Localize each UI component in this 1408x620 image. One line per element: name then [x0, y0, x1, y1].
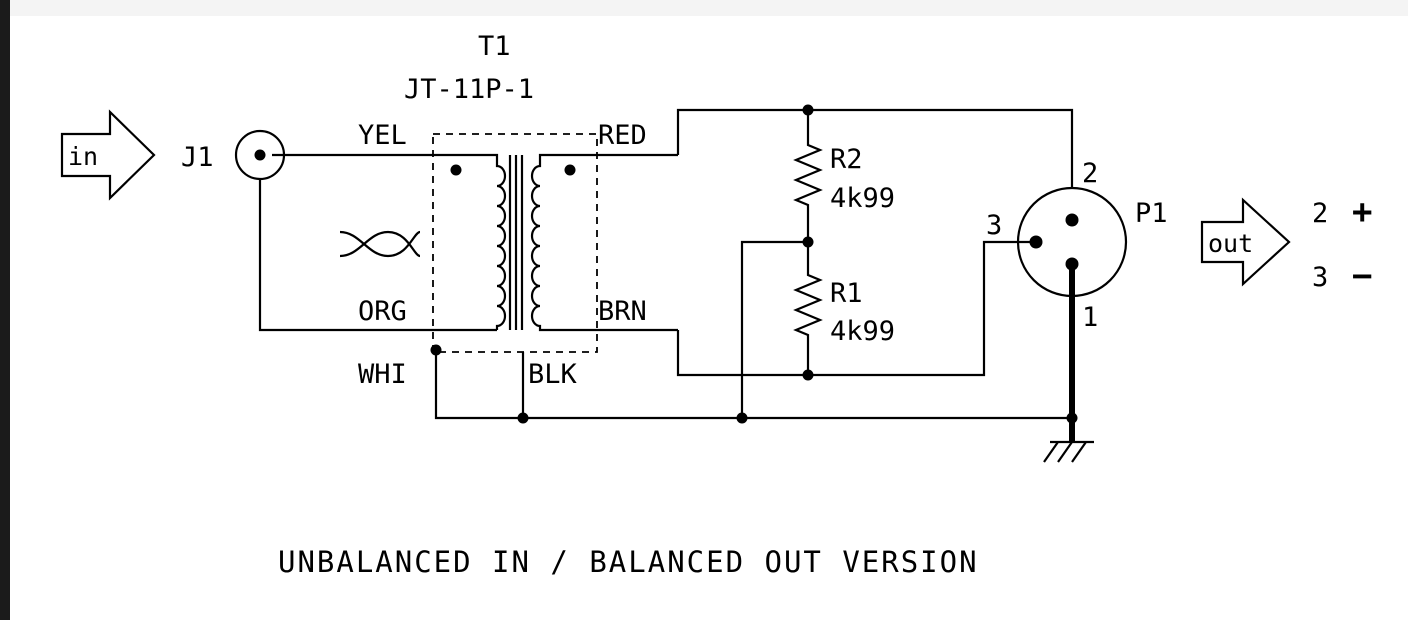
output-arrow-tag: out [1200, 197, 1291, 287]
label-yel: YEL [358, 120, 407, 151]
t1-label: T1 [478, 31, 511, 62]
r2-label: R2 [830, 144, 863, 175]
schematic-diagram: in J1 T1 JT-11P-1 YEL RED ORG BRN WHI BL… [60, 31, 1372, 579]
ground-bus [434, 350, 1072, 420]
junction-whi [430, 344, 442, 356]
schematic-canvas: in J1 T1 JT-11P-1 YEL RED ORG BRN WHI BL… [10, 0, 1408, 620]
junction-center-ground [736, 412, 748, 424]
j1-center-dot [254, 149, 266, 161]
diagram-caption: UNBALANCED IN / BALANCED OUT VERSION [278, 545, 979, 579]
r1-value: 4k99 [830, 316, 895, 347]
label-brn: BRN [598, 296, 647, 327]
r1-label: R1 [830, 278, 863, 309]
transformer-shield-box [432, 133, 598, 353]
j1-label: J1 [181, 142, 214, 173]
p1-pin3-dot [1029, 235, 1043, 249]
r2-resistor [793, 110, 823, 242]
label-blk: BLK [528, 359, 578, 390]
p1-pin2-label: 2 [1082, 158, 1098, 189]
junction-blk [517, 412, 529, 424]
p1-pin2-dot [1065, 213, 1079, 227]
polarity-neg-sign: − [1352, 256, 1372, 296]
label-whi: WHI [358, 359, 407, 390]
r1-resistor [793, 242, 823, 375]
input-arrow-tag: in [60, 109, 156, 201]
input-tag-label: in [68, 142, 98, 171]
wire-center-tap [740, 240, 808, 418]
polarity-neg-pin: 3 [1312, 262, 1328, 293]
p1-label: P1 [1135, 198, 1168, 229]
label-org: ORG [358, 296, 407, 327]
p1-pin1-label: 1 [1082, 302, 1098, 333]
polarity-pos-pin: 2 [1312, 198, 1328, 229]
twisted-pair-icon [339, 230, 421, 258]
wire-red-top-bus [676, 108, 1074, 188]
r2-value: 4k99 [830, 183, 895, 214]
top-band [10, 0, 1408, 16]
primary-phase-dot [450, 164, 462, 176]
polarity-pos-sign: + [1352, 192, 1372, 232]
secondary-winding [530, 153, 678, 332]
secondary-phase-dot [564, 164, 576, 176]
primary-winding [272, 153, 507, 330]
wire-brn-lower-bus [676, 240, 1036, 377]
wire-org-to-j1-sleeve [258, 180, 497, 332]
t1-part-number: JT-11P-1 [404, 74, 534, 105]
label-red: RED [598, 120, 647, 151]
p1-pin3-label: 3 [986, 210, 1002, 241]
ground-icon [1043, 440, 1094, 463]
output-tag-label: out [1208, 229, 1253, 258]
